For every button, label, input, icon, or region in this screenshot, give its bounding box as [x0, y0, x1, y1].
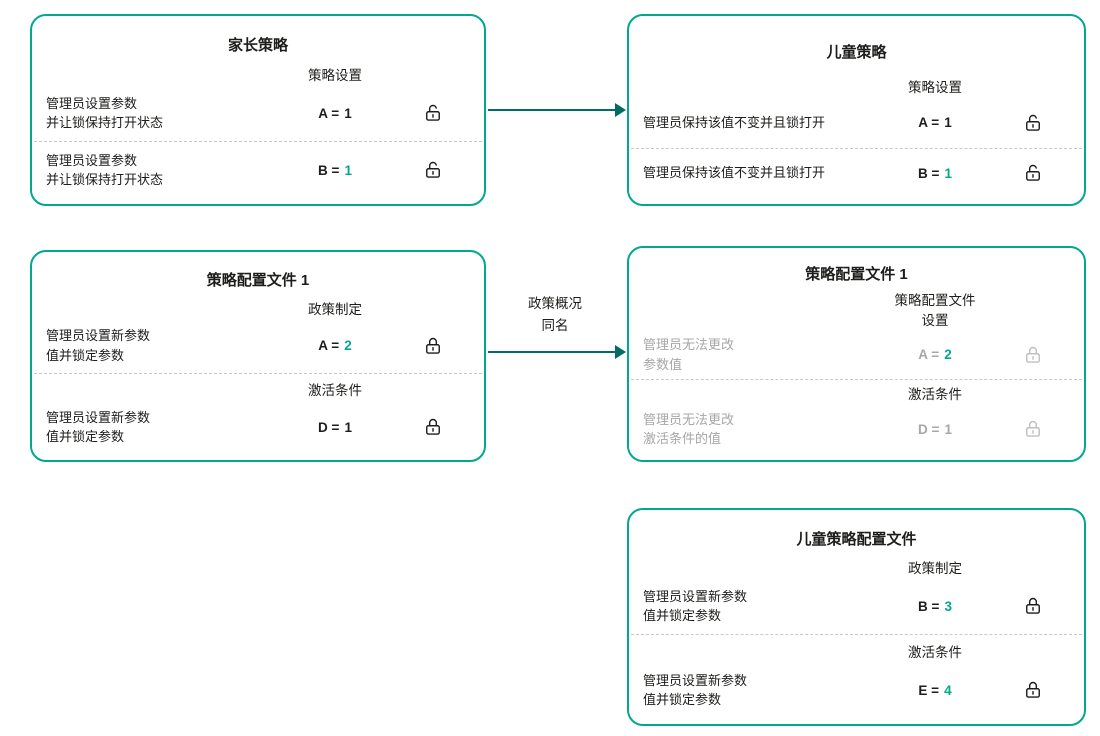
dashed-divider	[34, 141, 482, 143]
section-label-row: 激活条件	[629, 643, 1084, 663]
closed-lock-icon	[998, 596, 1068, 616]
arrow-line	[488, 351, 616, 353]
policy-profile-box: 策略配置文件 1 政策制定 管理员设置新参数 值并锁定参数 A = 2 激活条件…	[30, 250, 486, 462]
box-title: 策略配置文件 1	[805, 266, 908, 284]
param: A = 2	[276, 338, 394, 353]
param: E = 4	[876, 683, 994, 698]
param: B = 3	[876, 599, 994, 614]
open-lock-icon	[398, 103, 468, 123]
param-value: 1	[344, 419, 352, 435]
policy-row: 管理员设置新参数 值并锁定参数 B = 3	[629, 587, 1084, 626]
param: A = 1	[876, 115, 994, 130]
param-name: E =	[918, 682, 940, 698]
row-description: 管理员保持该值不变并且锁打开	[643, 165, 826, 181]
box-title: 策略配置文件 1	[206, 272, 310, 290]
param-name: B =	[918, 165, 940, 181]
param: A = 1	[276, 106, 394, 121]
dashed-divider	[631, 147, 1082, 149]
param-value: 1	[344, 105, 352, 121]
section-label: 策略设置	[308, 67, 362, 83]
section-label-row: 激活条件	[629, 385, 1084, 405]
closed-lock-icon	[398, 336, 468, 356]
param-name: D =	[918, 421, 940, 437]
param: B = 1	[876, 166, 994, 181]
param-value: 4	[944, 682, 952, 698]
closed-lock-icon	[398, 417, 468, 437]
closed-lock-icon	[998, 680, 1068, 700]
arrow-head	[615, 103, 626, 117]
param-name: A =	[918, 347, 940, 363]
section-label: 政策制定	[308, 301, 362, 317]
param-value: 1	[344, 162, 352, 178]
section-label: 策略配置文件 设置	[894, 293, 976, 328]
section-label: 策略设置	[908, 80, 962, 96]
box-title: 儿童策略配置文件	[796, 531, 917, 549]
policy-row: 管理员设置参数 并让锁保持打开状态 B = 1	[32, 151, 484, 190]
arrow-line	[488, 109, 616, 111]
row-description: 管理员设置参数 并让锁保持打开状态	[46, 152, 164, 188]
row-description: 管理员无法更改 激活条件的值	[643, 411, 735, 447]
row-description: 管理员无法更改 参数值	[643, 337, 735, 372]
arrow-head	[615, 345, 626, 359]
closed-lock-icon	[998, 419, 1068, 439]
section-label-row: 激活条件	[32, 381, 484, 401]
param-name: D =	[318, 419, 340, 435]
param-value: 1	[944, 165, 952, 181]
policy-row: 管理员设置参数 并让锁保持打开状态 A = 1	[32, 94, 484, 133]
param: D = 1	[876, 422, 994, 437]
policy-row: 管理员保持该值不变并且锁打开 B = 1	[629, 163, 1084, 183]
section-label-row: 策略设置	[629, 78, 1084, 98]
row-description: 管理员设置新参数 值并锁定参数	[643, 588, 748, 624]
policy-profile-locked-box: 策略配置文件 1 策略配置文件 设置 管理员无法更改 参数值 A = 2 激活条…	[627, 246, 1086, 462]
policy-row: 管理员无法更改 参数值 A = 2	[629, 335, 1084, 374]
param-value: 2	[944, 347, 952, 363]
param-name: A =	[918, 115, 940, 131]
section-label: 激活条件	[908, 387, 962, 403]
arrow-label: 政策概况 同名	[528, 296, 582, 333]
param-name: B =	[318, 162, 340, 178]
open-lock-icon	[998, 113, 1068, 133]
param-value: 2	[344, 338, 352, 354]
box-title: 儿童策略	[826, 43, 887, 61]
open-lock-icon	[998, 163, 1068, 183]
policy-row: 管理员保持该值不变并且锁打开 A = 1	[629, 113, 1084, 133]
box-title: 家长策略	[227, 37, 288, 55]
section-label-row: 政策制定	[629, 559, 1084, 579]
section-label: 激活条件	[908, 645, 962, 661]
param: B = 1	[276, 163, 394, 178]
dashed-divider	[631, 634, 1082, 636]
child-policy-profile-box: 儿童策略配置文件 政策制定 管理员设置新参数 值并锁定参数 B = 3 激活条件…	[627, 508, 1086, 726]
param: A = 2	[876, 347, 994, 362]
row-description: 管理员设置参数 并让锁保持打开状态	[46, 95, 164, 131]
param-value: 1	[944, 421, 952, 437]
policy-row: 管理员设置新参数 值并锁定参数 D = 1	[32, 408, 484, 447]
dashed-divider	[631, 379, 1082, 381]
row-description: 管理员设置新参数 值并锁定参数	[643, 672, 748, 708]
policy-row: 管理员设置新参数 值并锁定参数 E = 4	[629, 671, 1084, 710]
section-label: 政策制定	[908, 561, 962, 577]
param-name: A =	[318, 338, 340, 354]
param: D = 1	[276, 420, 394, 435]
policy-row: 管理员无法更改 激活条件的值 D = 1	[629, 410, 1084, 449]
row-description: 管理员设置新参数 值并锁定参数	[46, 409, 151, 445]
row-description: 管理员设置新参数 值并锁定参数	[46, 328, 151, 363]
dashed-divider	[34, 372, 482, 374]
param-name: A =	[318, 105, 340, 121]
open-lock-icon	[398, 160, 468, 180]
param-name: B =	[918, 598, 940, 614]
section-label-row: 策略设置	[32, 66, 484, 86]
section-label-row: 策略配置文件 设置	[629, 291, 1084, 330]
closed-lock-icon	[998, 345, 1068, 365]
child-policy-box: 儿童策略 策略设置 管理员保持该值不变并且锁打开 A = 1 管理员保持该值不变…	[627, 14, 1086, 206]
policy-row: 管理员设置新参数 值并锁定参数 A = 2	[32, 326, 484, 365]
row-description: 管理员保持该值不变并且锁打开	[643, 115, 826, 131]
parent-policy-box: 家长策略 策略设置 管理员设置参数 并让锁保持打开状态 A = 1 管理员设置参…	[30, 14, 486, 206]
section-label-row: 政策制定	[32, 300, 484, 320]
section-label: 激活条件	[308, 382, 362, 398]
param-value: 3	[944, 598, 952, 614]
param-value: 1	[944, 115, 952, 131]
